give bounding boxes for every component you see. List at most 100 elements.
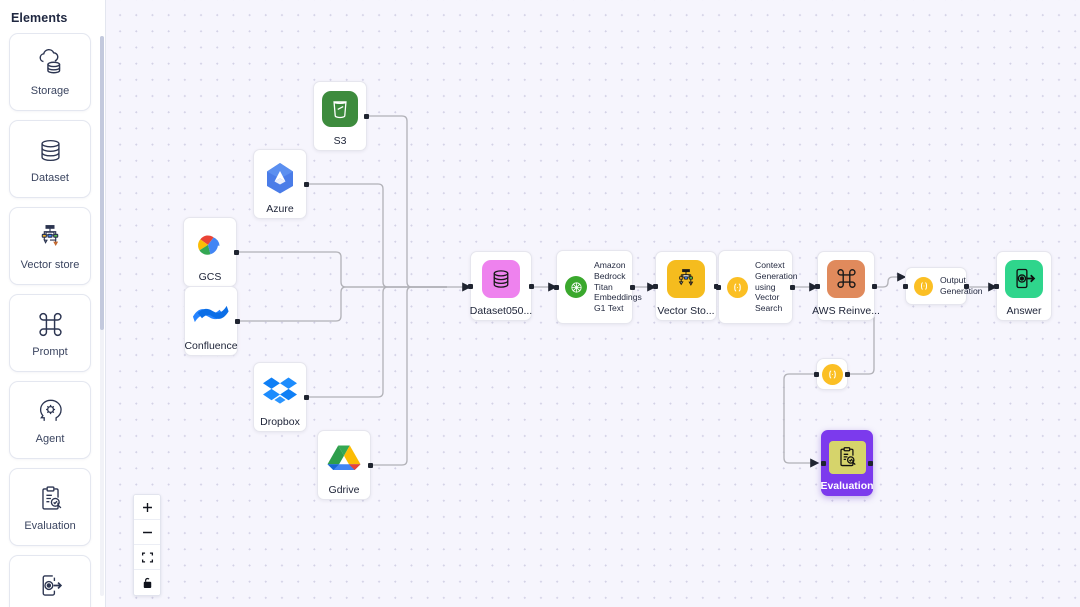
lock-button[interactable] [134,570,160,595]
node-handle-source[interactable] [235,318,240,324]
palette-item-label: Prompt [32,346,68,359]
zoom-out-button[interactable] [134,520,160,545]
node-handle-target[interactable] [994,283,999,289]
node-label: Evaluation [820,480,874,493]
node-mini-prompt[interactable] [814,358,850,390]
plus-icon [141,501,154,514]
node-handle-target[interactable] [468,283,473,289]
vector-store-icon [666,259,706,299]
confluence-icon [191,294,231,334]
output-arrow-icon [1004,259,1044,299]
node-label: Output Generation [940,275,983,296]
palette-item-evaluation[interactable]: Evaluation [9,468,91,546]
clipboard-check-search-icon [827,437,867,477]
prompt-braces-icon [914,276,933,296]
node-handle-source[interactable] [868,460,873,466]
node-handle-target[interactable] [554,284,559,290]
gcs-icon [190,225,230,265]
vector-store-icon [33,220,67,254]
node-azure[interactable]: Azure [253,149,309,219]
palette-item-label: Dataset [31,172,69,185]
database-icon [33,133,67,167]
clipboard-check-search-icon [33,481,67,515]
palette-item-label: Evaluation [24,520,76,533]
bedrock-icon [565,276,587,298]
node-label: Dataset050... [469,304,533,317]
node-label: AWS Reinve... [812,304,880,317]
prompt-braces-icon [727,276,748,298]
sidebar-title: Elements [11,11,68,25]
node-aws-reinvent[interactable]: AWS Reinve... [812,251,880,321]
zoom-in-button[interactable] [134,495,160,520]
flow-canvas[interactable]: S3 Azure [106,0,1080,607]
node-handle-source[interactable] [529,283,534,289]
palette-item-agent[interactable]: Agent [9,381,91,459]
node-handle-target[interactable] [716,284,721,290]
palette-item-output[interactable]: Output [9,555,91,607]
cloud-storage-icon [33,46,67,80]
node-handle-source[interactable] [234,249,239,255]
palette-item-dataset[interactable]: Dataset [9,120,91,198]
palette-item-label: Vector store [20,259,80,272]
fit-view-button[interactable] [134,545,160,570]
database-icon [481,259,521,299]
palette-item-label: Agent [35,433,65,446]
node-label: Dropbox [260,415,300,428]
elements-palette: Storage Dataset [0,33,105,607]
node-context-generation[interactable]: Context Generation using Vector Search [716,250,798,324]
google-drive-icon [324,438,364,478]
node-label: S3 [333,134,347,147]
palette-item-prompt[interactable]: Prompt [9,294,91,372]
agent-head-gear-icon [33,394,67,428]
sidebar-scrollbar-thumb[interactable] [100,36,104,330]
node-handle-target[interactable] [815,283,820,289]
node-gdrive[interactable]: Gdrive [317,430,373,500]
node-handle-source[interactable] [872,283,877,289]
node-handle-source[interactable] [790,284,795,290]
node-label: Confluence [184,339,238,352]
node-handle-source[interactable] [368,462,373,468]
node-label: Amazon Bedrock Titan Embeddings G1 Text [594,259,642,314]
output-arrow-icon [33,568,67,602]
node-handle-source[interactable] [364,113,369,119]
node-handle-source[interactable] [630,284,635,290]
node-handle-target[interactable] [821,460,826,466]
node-label: Vector Sto... [657,304,715,317]
node-evaluation[interactable]: Evaluation [820,430,874,496]
node-handle-source[interactable] [845,371,850,377]
palette-item-label: Storage [30,85,70,98]
fit-view-icon [141,551,154,564]
dropbox-icon [260,370,300,410]
node-handle-target[interactable] [903,283,908,289]
node-vector-store[interactable]: Vector Sto... [653,251,719,321]
node-answer[interactable]: Answer [994,251,1052,321]
node-bedrock-embeddings[interactable]: Amazon Bedrock Titan Embeddings G1 Text [554,250,642,324]
minus-icon [141,526,154,539]
node-handle-source[interactable] [304,394,309,400]
prompt-braces-icon [821,363,843,385]
node-label: Gdrive [328,483,360,496]
node-handle-target[interactable] [814,371,819,377]
node-label: Azure [266,202,294,215]
node-output-generation[interactable]: Output Generation [903,267,983,305]
node-label: Context Generation using Vector Search [755,259,798,314]
node-handle-source[interactable] [964,283,969,289]
node-handle-target[interactable] [653,283,658,289]
node-dropbox[interactable]: Dropbox [253,362,309,432]
node-dataset[interactable]: Dataset050... [468,251,534,321]
node-gcs[interactable]: GCS [183,217,239,287]
elements-sidebar: Elements Storage [0,0,106,607]
azure-icon [260,157,300,197]
node-label: Answer [1006,304,1042,317]
node-handle-source[interactable] [304,181,309,187]
command-icon [33,307,67,341]
lock-icon [141,576,154,590]
node-confluence[interactable]: Confluence [184,286,240,356]
zoom-controls [133,494,161,596]
palette-item-vector-store[interactable]: Vector store [9,207,91,285]
command-icon [826,259,866,299]
node-label: GCS [198,270,222,283]
palette-item-storage[interactable]: Storage [9,33,91,111]
node-s3[interactable]: S3 [313,81,369,151]
